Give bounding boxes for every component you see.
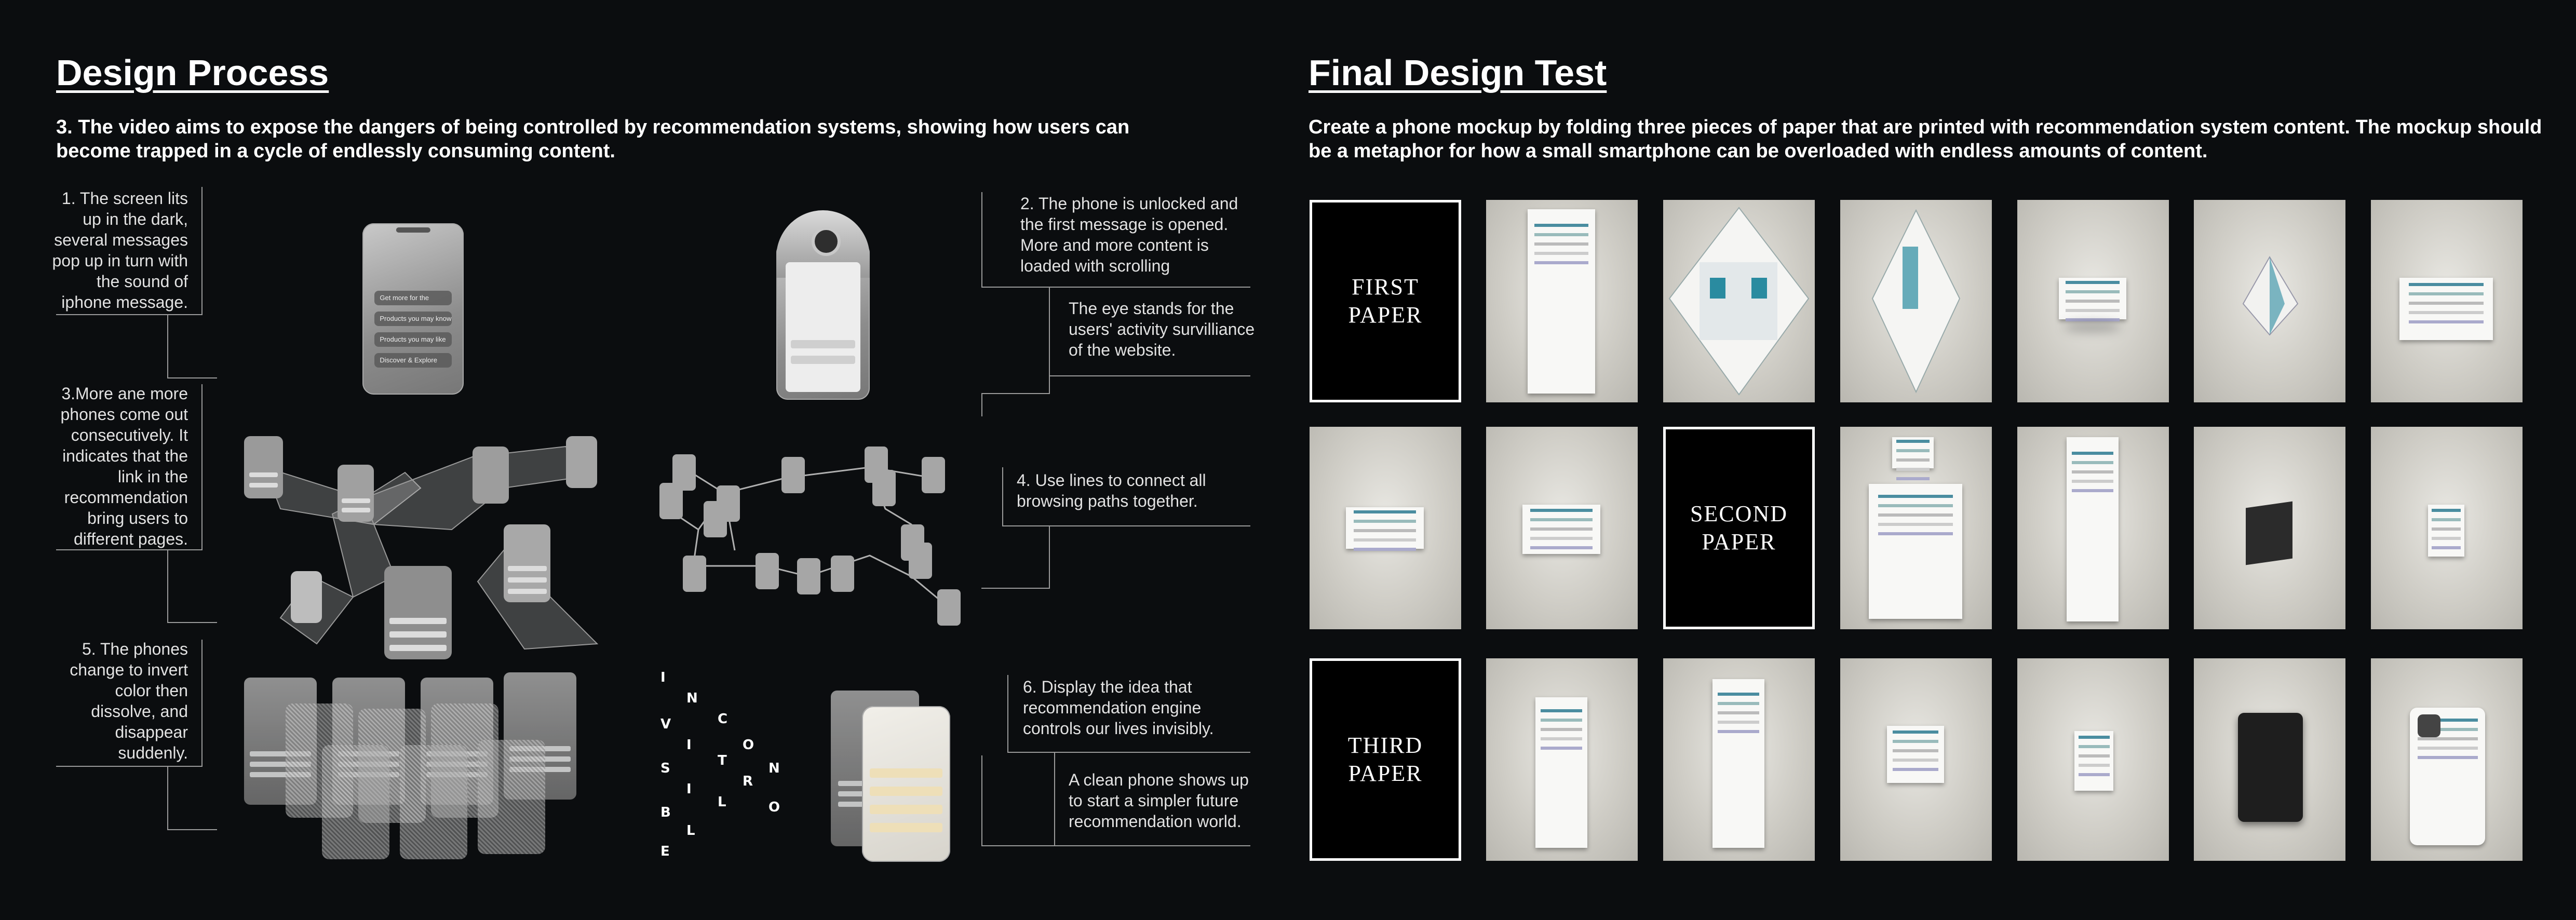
connector-line bbox=[201, 640, 203, 767]
phone-mockup-eye bbox=[776, 210, 870, 400]
letter: I bbox=[686, 781, 692, 797]
photo-first-paper-folded bbox=[1486, 427, 1638, 629]
third-paper-label: THIRD PAPER bbox=[1310, 658, 1461, 861]
connector-line bbox=[201, 187, 203, 315]
letter: I bbox=[686, 737, 692, 753]
phone-network-illustration bbox=[244, 436, 599, 659]
caption-clean-phone-note: A clean phone shows up to start a simple… bbox=[1069, 770, 1249, 831]
photo-first-paper-fold bbox=[1663, 200, 1815, 402]
photo-first-paper-fold bbox=[2371, 200, 2523, 402]
connector-line bbox=[981, 192, 982, 288]
letter: L bbox=[718, 794, 726, 810]
design-process-title: Design Process bbox=[56, 52, 329, 93]
caption-eye-note: The eye stands for the users' activity s… bbox=[1069, 299, 1255, 359]
connector-line bbox=[981, 755, 982, 846]
connector-line bbox=[1002, 525, 1250, 526]
letter: V bbox=[660, 716, 671, 732]
photo-third-paper bbox=[1486, 658, 1638, 861]
connector-line bbox=[1007, 675, 1008, 753]
letter: S bbox=[660, 761, 670, 776]
caption-step-5: 5. The phones change to invert color the… bbox=[70, 640, 188, 762]
letter: R bbox=[743, 774, 753, 789]
connector-line bbox=[981, 287, 1250, 288]
photo-second-paper bbox=[1840, 427, 1992, 629]
clean-phone-illustration bbox=[831, 691, 955, 867]
photo-phone-back-dark bbox=[2194, 658, 2345, 861]
connector-line bbox=[56, 549, 203, 550]
connector-line bbox=[167, 622, 217, 623]
connector-line bbox=[167, 377, 217, 378]
final-design-test-lead: Create a phone mockup by folding three p… bbox=[1309, 116, 2542, 162]
caption-step-6: 6. Display the idea that recommendation … bbox=[1023, 678, 1214, 738]
connector-line bbox=[1049, 375, 1250, 376]
message-bubble: Products you may like bbox=[374, 332, 452, 347]
design-process-lead: 3. The video aims to expose the dangers … bbox=[56, 116, 1130, 162]
eye-icon bbox=[812, 227, 841, 256]
connector-line bbox=[981, 393, 982, 416]
photo-second-paper bbox=[2194, 427, 2345, 629]
letter: I bbox=[660, 670, 666, 685]
photo-first-paper-folded bbox=[1310, 427, 1461, 629]
photo-paper-phone-mockup bbox=[2371, 658, 2523, 861]
photo-first-paper-unfolded bbox=[1486, 200, 1638, 402]
letter: N bbox=[686, 691, 698, 706]
message-bubble: Get more for the bbox=[374, 291, 452, 305]
letter: E bbox=[660, 844, 670, 859]
connector-line bbox=[201, 384, 203, 550]
dissolving-phones-illustration bbox=[244, 672, 587, 864]
photo-third-paper bbox=[2017, 658, 2169, 861]
caption-step-2: 2. The phone is unlocked and the first m… bbox=[1020, 194, 1238, 275]
connector-line bbox=[1054, 845, 1250, 846]
connector-line bbox=[56, 766, 203, 767]
photo-second-paper bbox=[2017, 427, 2169, 629]
connector-line bbox=[981, 393, 1050, 394]
letter: T bbox=[718, 753, 727, 768]
letter: C bbox=[718, 711, 728, 727]
connector-line bbox=[1007, 752, 1250, 753]
message-bubble: Products you may know bbox=[374, 312, 452, 326]
phone-mockup-messages: Get more for the Products you may know P… bbox=[362, 223, 464, 395]
photo-second-paper bbox=[2371, 427, 2523, 629]
connector-line bbox=[167, 829, 217, 830]
connector-line bbox=[981, 588, 1050, 589]
letter: N bbox=[768, 761, 780, 776]
caption-step-4: 4. Use lines to connect all browsing pat… bbox=[1017, 471, 1206, 510]
connector-line bbox=[1054, 753, 1055, 846]
caption-step-1: 1. The screen lits up in the dark, sever… bbox=[52, 189, 188, 312]
connector-line bbox=[56, 314, 203, 315]
first-paper-label: FIRST PAPER bbox=[1310, 200, 1461, 402]
letter: L bbox=[686, 823, 695, 838]
second-paper-label: SECOND PAPER bbox=[1663, 427, 1815, 629]
connector-line bbox=[1002, 467, 1003, 526]
invisible-control-lettering: I N V I C O S I T N B L R O L E bbox=[649, 670, 794, 867]
photo-third-paper bbox=[1663, 658, 1815, 861]
connector-line bbox=[1049, 288, 1050, 394]
connector-line bbox=[981, 845, 1055, 846]
letter: B bbox=[660, 805, 671, 820]
letter: O bbox=[768, 800, 780, 815]
connector-line bbox=[167, 315, 168, 377]
browsing-paths-illustration bbox=[659, 447, 961, 626]
final-design-test-title: Final Design Test bbox=[1309, 52, 1607, 93]
photo-first-paper-fold bbox=[2017, 200, 2169, 402]
connector-line bbox=[167, 549, 168, 623]
message-bubble: Discover & Explore bbox=[374, 353, 452, 368]
caption-step-3: 3.More ane more phones come out consecut… bbox=[60, 384, 188, 548]
connector-line bbox=[167, 767, 168, 829]
photo-first-paper-fold bbox=[1840, 200, 1992, 402]
connector-line bbox=[1049, 525, 1050, 588]
photo-third-paper bbox=[1840, 658, 1992, 861]
photo-first-paper-fold bbox=[2194, 200, 2345, 402]
letter: O bbox=[743, 737, 754, 753]
